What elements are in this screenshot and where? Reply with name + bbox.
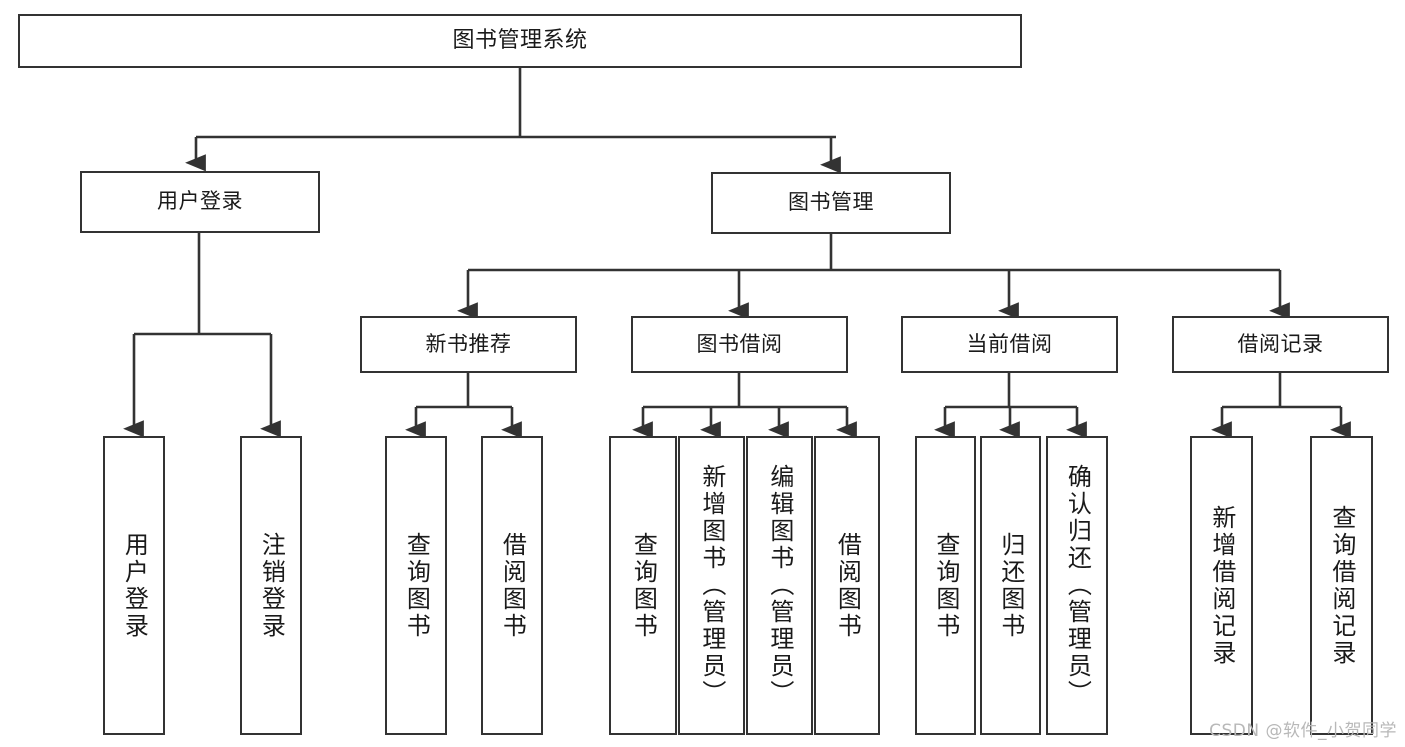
node-new-book-recommend-label: 新书推荐: [425, 331, 512, 356]
leaf-return-book-label: 归还图书: [996, 531, 1025, 640]
leaf-query-record-label: 查询借阅记录: [1327, 504, 1356, 667]
leaf-borrow-book-1-label: 借阅图书: [498, 531, 527, 640]
leaf-logout-login[interactable]: 注销登录: [240, 436, 302, 735]
node-book-manage[interactable]: 图书管理: [711, 172, 951, 234]
leaf-borrow-book-2-label: 借阅图书: [833, 531, 862, 640]
leaf-return-book[interactable]: 归还图书: [980, 436, 1041, 735]
leaf-query-book-3-label: 查询图书: [931, 531, 960, 640]
leaf-query-book-1-label: 查询图书: [402, 531, 431, 640]
leaf-confirm-return-label: 确认归还（管理员）: [1063, 464, 1092, 707]
leaf-user-login[interactable]: 用户登录: [103, 436, 165, 735]
leaf-query-book-2-label: 查询图书: [629, 531, 658, 640]
node-book-borrow-label: 图书借阅: [696, 331, 783, 356]
node-current-borrow[interactable]: 当前借阅: [901, 316, 1118, 373]
csdn-watermark: CSDN @软件_小贺同学: [1209, 721, 1397, 741]
node-borrow-record-label: 借阅记录: [1237, 331, 1324, 356]
leaf-edit-book-label: 编辑图书（管理员）: [765, 464, 794, 707]
node-root[interactable]: 图书管理系统: [18, 14, 1022, 68]
node-current-borrow-label: 当前借阅: [966, 331, 1053, 356]
leaf-borrow-book-1[interactable]: 借阅图书: [481, 436, 543, 735]
node-new-book-recommend[interactable]: 新书推荐: [360, 316, 577, 373]
node-root-label: 图书管理系统: [452, 27, 588, 53]
leaf-query-record[interactable]: 查询借阅记录: [1310, 436, 1373, 735]
leaf-add-record-label: 新增借阅记录: [1207, 504, 1236, 667]
leaf-query-book-1[interactable]: 查询图书: [385, 436, 447, 735]
node-user-login[interactable]: 用户登录: [80, 171, 320, 233]
leaf-add-book-label: 新增图书（管理员）: [697, 464, 726, 707]
leaf-query-book-2[interactable]: 查询图书: [609, 436, 677, 735]
leaf-query-book-3[interactable]: 查询图书: [915, 436, 976, 735]
leaf-user-login-label: 用户登录: [120, 531, 149, 640]
leaf-confirm-return[interactable]: 确认归还（管理员）: [1046, 436, 1108, 735]
leaf-borrow-book-2[interactable]: 借阅图书: [814, 436, 880, 735]
node-book-borrow[interactable]: 图书借阅: [631, 316, 848, 373]
node-user-login-label: 用户登录: [157, 189, 243, 214]
node-book-manage-label: 图书管理: [788, 190, 874, 215]
leaf-logout-login-label: 注销登录: [257, 531, 286, 640]
leaf-add-book[interactable]: 新增图书（管理员）: [678, 436, 745, 735]
node-borrow-record[interactable]: 借阅记录: [1172, 316, 1389, 373]
leaf-edit-book[interactable]: 编辑图书（管理员）: [746, 436, 813, 735]
leaf-add-record[interactable]: 新增借阅记录: [1190, 436, 1253, 735]
